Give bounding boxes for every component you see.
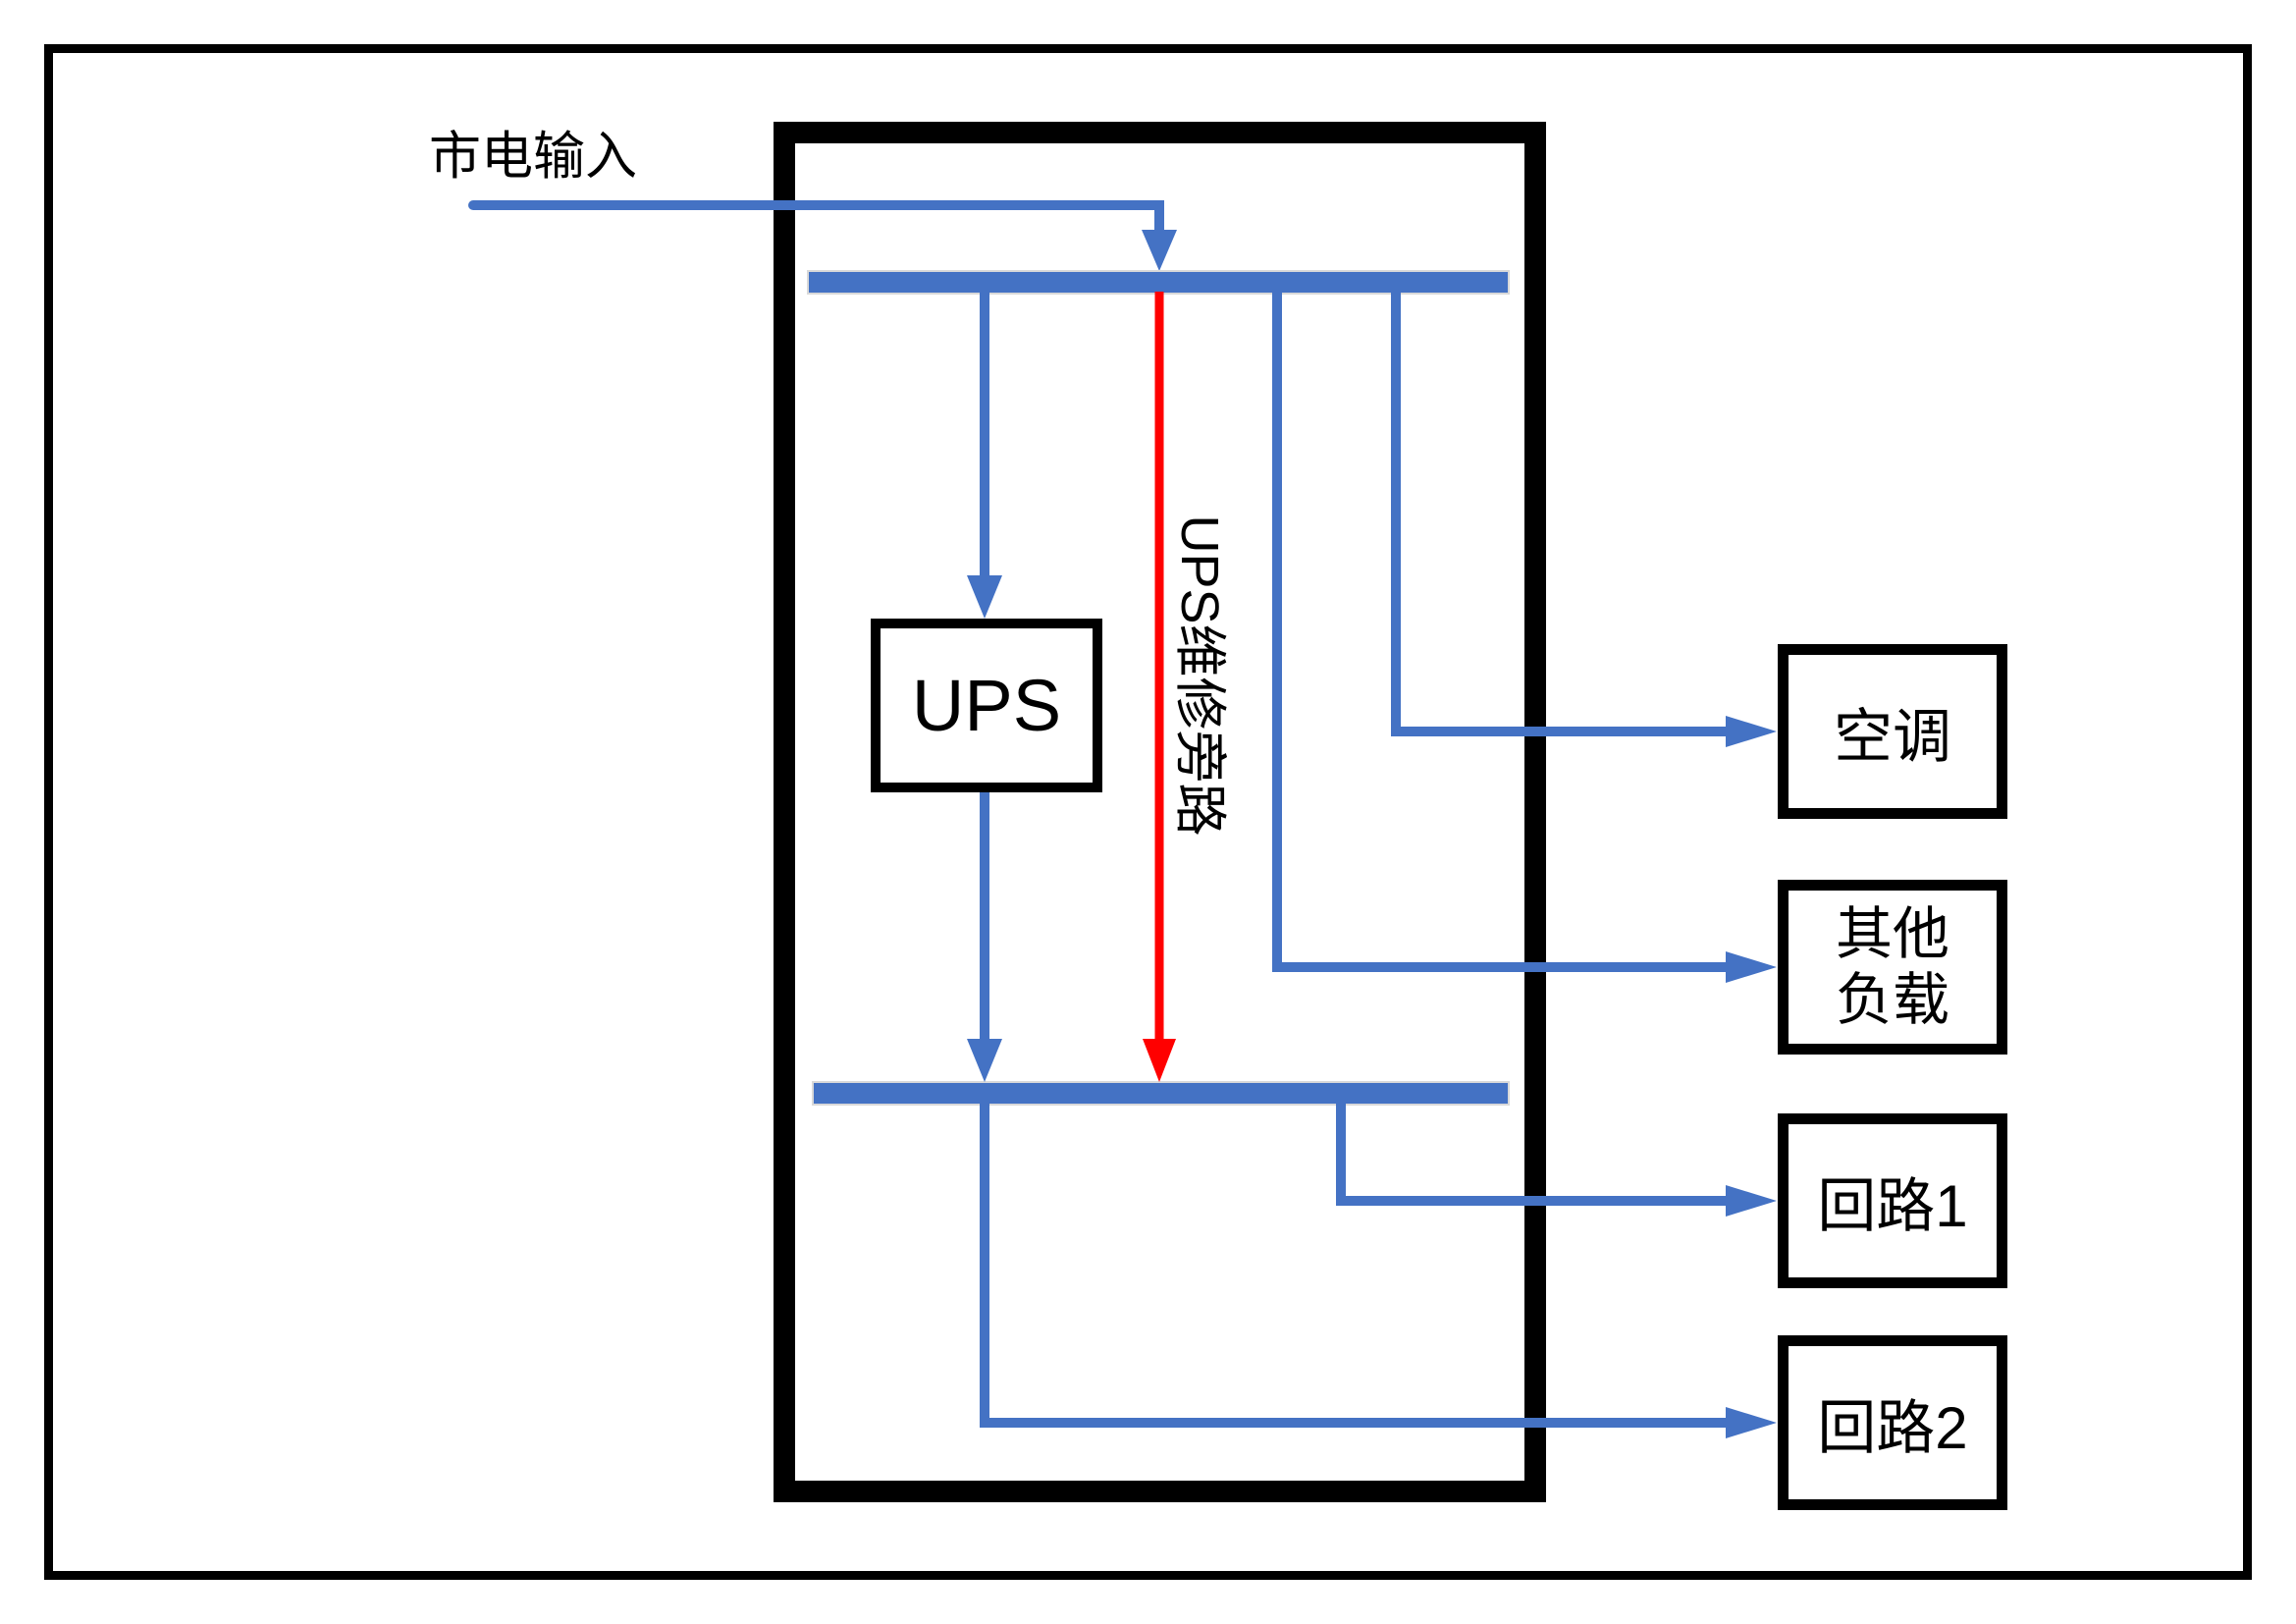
busbar-to-other-load-wire bbox=[1272, 293, 1777, 983]
mains-input-line bbox=[468, 200, 1164, 237]
mains-input-wire bbox=[468, 200, 1177, 271]
busbar-to-other-load-line bbox=[1272, 293, 1728, 972]
aircon-arrowhead-icon bbox=[1726, 716, 1777, 747]
other-load-label-line2: 负载 bbox=[1835, 968, 1949, 1032]
aircon-box-label: 空调 bbox=[1834, 703, 1951, 770]
mains-input-arrowhead-icon bbox=[1142, 230, 1177, 271]
bypass-label: UPS维修旁路 bbox=[1170, 514, 1229, 837]
circuit2-arrowhead-icon bbox=[1726, 1407, 1777, 1438]
aircon-box: 空调 bbox=[1778, 644, 2007, 819]
other-load-box: 其他 负载 bbox=[1778, 880, 2007, 1055]
circuit1-box: 回路1 bbox=[1778, 1113, 2007, 1288]
other-load-label-line1: 其他 bbox=[1835, 901, 1949, 966]
ups-to-busbar-arrowhead-icon bbox=[967, 1039, 1002, 1082]
ups-box-label: UPS bbox=[911, 665, 1062, 746]
ups-maintenance-bypass-wire bbox=[1143, 292, 1176, 1082]
busbar-to-aircon-line bbox=[1391, 293, 1728, 736]
circuit2-box: 回路2 bbox=[1778, 1335, 2007, 1510]
outer-frame bbox=[44, 44, 2252, 1580]
busbar-to-ups-wire bbox=[967, 293, 1002, 619]
busbar-to-ups-arrowhead-icon bbox=[967, 575, 1002, 619]
busbar-to-circuit2-line bbox=[980, 1104, 1728, 1428]
distribution-cabinet bbox=[774, 122, 1546, 1502]
circuit1-box-label: 回路1 bbox=[1817, 1172, 1968, 1239]
other-load-box-label: 其他 负载 bbox=[1836, 901, 1949, 1034]
other-load-arrowhead-icon bbox=[1726, 951, 1777, 983]
upper-busbar bbox=[807, 270, 1510, 295]
ups-to-busbar-wire bbox=[967, 791, 1002, 1082]
lower-busbar bbox=[812, 1081, 1510, 1106]
busbar-to-circuit2-wire bbox=[980, 1104, 1777, 1438]
busbar-to-circuit1-wire bbox=[1336, 1104, 1777, 1217]
busbar-to-circuit1-line bbox=[1336, 1104, 1728, 1206]
circuit2-box-label: 回路2 bbox=[1817, 1394, 1968, 1461]
mains-input-label: 市电输入 bbox=[429, 128, 637, 186]
ups-box: UPS bbox=[871, 619, 1102, 792]
bypass-arrowhead-icon bbox=[1143, 1039, 1176, 1082]
busbar-to-aircon-wire bbox=[1391, 293, 1777, 747]
circuit1-arrowhead-icon bbox=[1726, 1185, 1777, 1217]
